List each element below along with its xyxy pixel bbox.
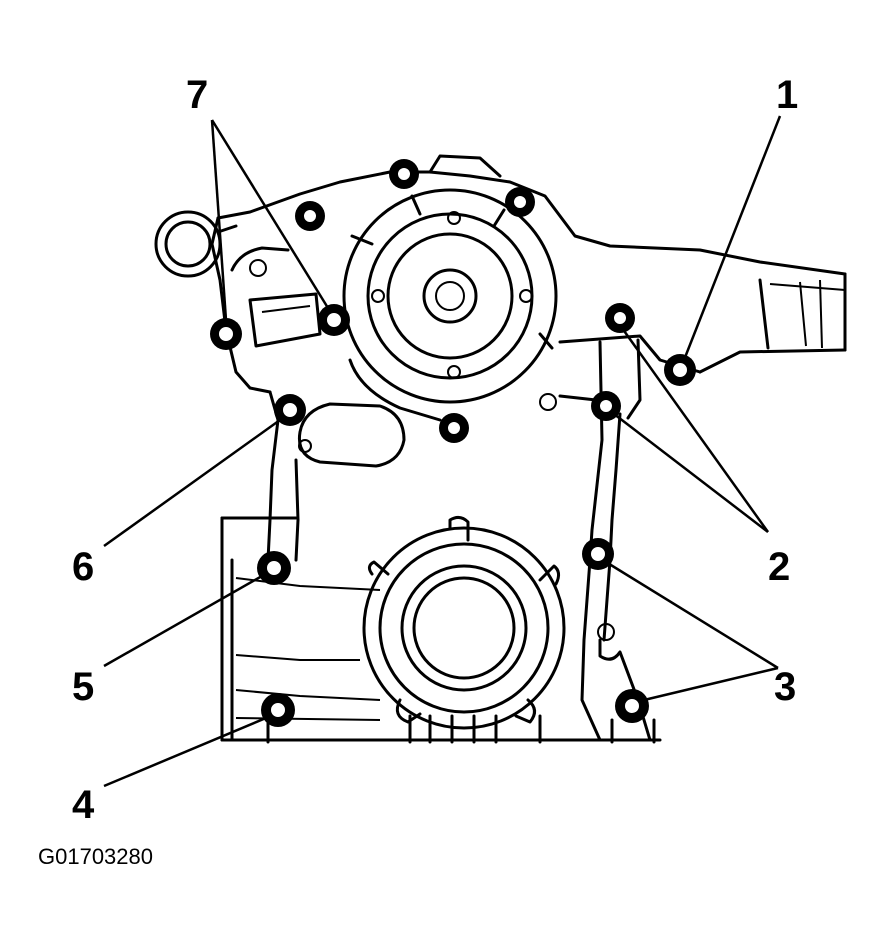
bolts [210,159,696,727]
bolt-pump-bottom [439,413,469,443]
callout-6: 6 [72,545,94,589]
bolt-3-lower [615,689,649,723]
bolt-pump-upper-left [295,201,325,231]
callout-5: 5 [72,665,94,709]
bolt-pump-upper-right [505,187,535,217]
callout-1: 1 [776,73,798,117]
leader-2b [613,413,769,533]
leader-lines [103,115,782,788]
callout-3: 3 [774,665,796,709]
callout-2: 2 [768,545,790,589]
heater-fitting-ring [154,210,238,278]
bolt-7-left [210,318,242,350]
bolt-2-lower [591,391,621,421]
front-cover-outline [210,170,847,744]
callout-labels: 1 2 3 4 5 6 7 [72,73,798,827]
leader-1 [682,115,782,361]
callout-4: 4 [72,783,95,827]
leader-4 [103,716,267,788]
leader-2a [620,327,770,533]
figure-id: G01703280 [38,844,153,869]
bolt-2-upper [605,303,635,333]
crankshaft-seal [362,515,566,730]
leader-3a [605,560,779,670]
leader-5 [103,574,263,668]
leader-3b [643,666,779,702]
bolt-1 [664,354,696,386]
leader-7b [210,119,330,309]
water-pump [342,154,558,422]
callout-7: 7 [186,73,208,117]
bolt-7-right [318,304,350,336]
leader-7a [210,119,228,321]
bolt-4 [261,693,295,727]
leader-6 [103,418,281,548]
bolt-6 [274,394,306,426]
bolt-pump-top [389,159,419,189]
bolt-5 [257,551,291,585]
